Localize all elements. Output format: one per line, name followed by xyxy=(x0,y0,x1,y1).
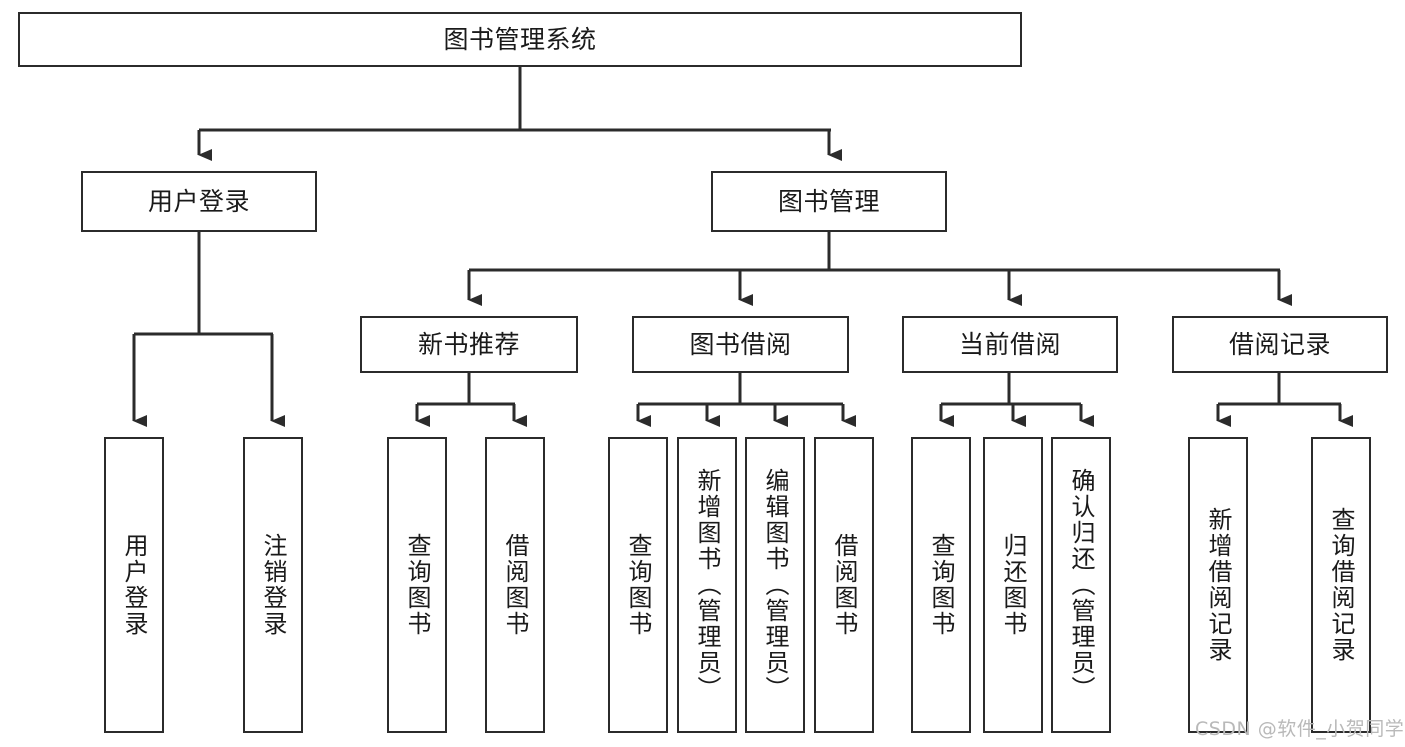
node-book-borrow[interactable]: 图书借阅 xyxy=(632,316,849,373)
node-leaf-user-logout-label: 注销登录 xyxy=(259,533,287,637)
node-current-borrow[interactable]: 当前借阅 xyxy=(902,316,1118,373)
node-leaf-return-book[interactable]: 归还图书 xyxy=(983,437,1043,733)
node-borrow-record-label: 借阅记录 xyxy=(1228,329,1331,359)
node-root[interactable]: 图书管理系统 xyxy=(18,12,1022,67)
node-book-manage[interactable]: 图书管理 xyxy=(711,171,947,232)
node-leaf-edit-book-label: 编辑图书（管理员） xyxy=(761,468,789,702)
node-new-book-rec[interactable]: 新书推荐 xyxy=(360,316,578,373)
node-leaf-query-book-1[interactable]: 查询图书 xyxy=(387,437,447,733)
node-leaf-user-login-label: 用户登录 xyxy=(120,533,148,637)
node-borrow-record[interactable]: 借阅记录 xyxy=(1172,316,1388,373)
node-leaf-borrow-book-2-label: 借阅图书 xyxy=(830,533,858,637)
node-leaf-query-book-3[interactable]: 查询图书 xyxy=(911,437,971,733)
node-book-borrow-label: 图书借阅 xyxy=(689,329,792,359)
node-leaf-query-record[interactable]: 查询借阅记录 xyxy=(1311,437,1371,733)
node-leaf-query-book-2[interactable]: 查询图书 xyxy=(608,437,668,733)
node-leaf-add-record-label: 新增借阅记录 xyxy=(1204,507,1232,663)
node-leaf-edit-book[interactable]: 编辑图书（管理员） xyxy=(745,437,805,733)
node-leaf-borrow-book-1[interactable]: 借阅图书 xyxy=(485,437,545,733)
node-new-book-rec-label: 新书推荐 xyxy=(417,329,520,359)
node-leaf-confirm-return-label: 确认归还（管理员） xyxy=(1067,468,1095,702)
node-user-login-label: 用户登录 xyxy=(147,186,250,216)
node-leaf-user-login[interactable]: 用户登录 xyxy=(104,437,164,733)
csdn-watermark: CSDN @软件_小贺同学 xyxy=(1195,718,1405,740)
node-leaf-return-book-label: 归还图书 xyxy=(999,533,1027,637)
node-leaf-add-book[interactable]: 新增图书（管理员） xyxy=(677,437,737,733)
node-leaf-add-book-label: 新增图书（管理员） xyxy=(693,468,721,702)
node-leaf-query-book-3-label: 查询图书 xyxy=(927,533,955,637)
node-root-label: 图书管理系统 xyxy=(443,24,597,54)
node-leaf-query-book-2-label: 查询图书 xyxy=(624,533,652,637)
node-leaf-user-logout[interactable]: 注销登录 xyxy=(243,437,303,733)
node-leaf-borrow-book-2[interactable]: 借阅图书 xyxy=(814,437,874,733)
node-book-manage-label: 图书管理 xyxy=(777,186,880,216)
node-current-borrow-label: 当前借阅 xyxy=(958,329,1061,359)
node-user-login[interactable]: 用户登录 xyxy=(81,171,317,232)
node-leaf-confirm-return[interactable]: 确认归还（管理员） xyxy=(1051,437,1111,733)
node-leaf-borrow-book-1-label: 借阅图书 xyxy=(501,533,529,637)
node-leaf-query-book-1-label: 查询图书 xyxy=(403,533,431,637)
node-leaf-add-record[interactable]: 新增借阅记录 xyxy=(1188,437,1248,733)
node-leaf-query-record-label: 查询借阅记录 xyxy=(1327,507,1355,663)
